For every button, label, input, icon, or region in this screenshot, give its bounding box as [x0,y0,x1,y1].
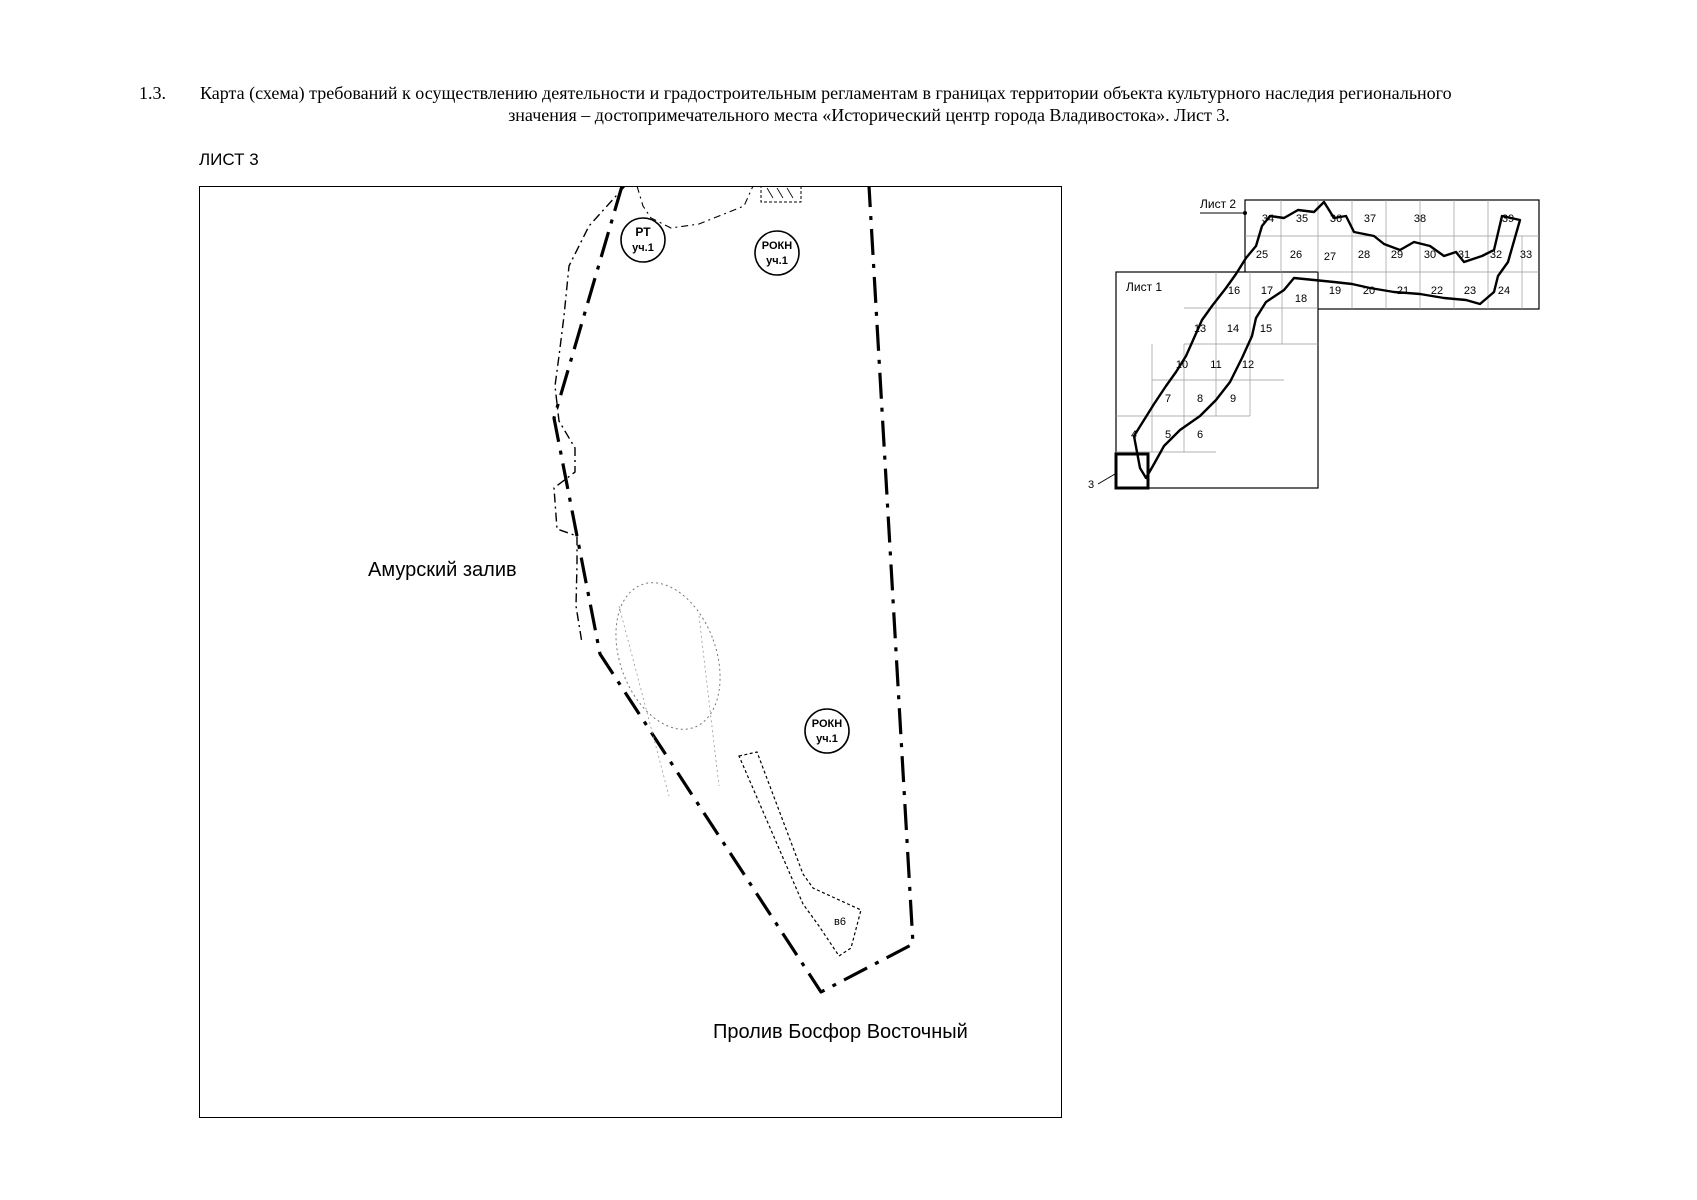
index-cell-16: 16 [1228,285,1240,297]
zone-rokn-bottom-code: РОКН [812,718,842,730]
index-cell-38: 38 [1414,213,1426,225]
heading-line-1: Карта (схема) требований к осуществлению… [200,83,1452,103]
index-cell-4: 4 [1131,429,1137,441]
main-map: в6 РТ уч.1 РОКН уч.1 РОКН уч.1 Амурский … [199,186,1062,1118]
index-cell-35: 35 [1296,213,1308,225]
index-grid-sheet-2 [1245,200,1539,309]
index-sheet-3-leader [1097,473,1116,485]
index-cell-6: 6 [1197,429,1203,441]
index-cell-29: 29 [1391,249,1403,261]
index-cell-18: 18 [1295,293,1307,305]
zone-boundary-rokn [636,186,754,229]
index-map: 3 Лист 1 Лист 2 4 5 6 7 8 9 10 11 12 13 … [1088,197,1540,491]
zone-rokn-top-code: РОКН [762,240,792,252]
water-label-bosphorus: Пролив Босфор Восточный [713,1021,968,1043]
heading-number: 1.3. [139,83,166,103]
water-label-amur-bay: Амурский залив [368,559,517,581]
index-cell-11: 11 [1210,359,1221,371]
index-sheet-1-label: Лист 1 [1126,280,1162,294]
index-cell-19: 19 [1329,285,1341,297]
index-cell-27: 27 [1324,251,1336,263]
index-cell-14: 14 [1227,323,1239,335]
index-cell-20: 20 [1363,285,1375,297]
territory-boundary [552,186,915,994]
index-cell-24: 24 [1498,285,1510,297]
index-grid-sheet-1 [1116,272,1318,453]
sheet-label: ЛИСТ 3 [199,150,259,169]
index-sheet-2-leader-dot [1243,211,1247,215]
index-cell-12: 12 [1242,359,1254,371]
index-cell-10: 10 [1176,359,1188,371]
hatched-area [760,186,802,203]
index-cell-31: 31 [1458,249,1470,261]
index-cell-7: 7 [1165,393,1171,405]
index-cell-30: 30 [1424,249,1436,261]
hatched-area-fill [766,187,794,199]
index-sheet-2-label: Лист 2 [1200,197,1236,211]
index-cell-15: 15 [1260,323,1272,335]
index-cell-33: 33 [1520,249,1532,261]
index-cell-numbers-sheet-1: 4 5 6 7 8 9 10 11 12 13 14 15 16 17 18 [1131,285,1307,441]
index-sheet-3-label: 3 [1088,479,1094,491]
zone-marker-rokn-top: РОКН уч.1 [754,230,800,276]
heading-line-2: значения – достопримечательного места «И… [508,105,1230,125]
object-outline-v6 [738,751,862,957]
index-cell-37: 37 [1364,213,1376,225]
index-cell-17: 17 [1261,285,1273,297]
index-cell-8: 8 [1197,393,1203,405]
index-cell-13: 13 [1194,323,1206,335]
index-cell-23: 23 [1464,285,1476,297]
main-map-frame [199,186,1062,1118]
zone-rokn-top-plot: уч.1 [766,255,788,267]
zone-boundary-rt [553,186,626,644]
path-outline [618,605,720,797]
index-cell-21: 21 [1397,285,1409,297]
index-cell-numbers-sheet-2: 19 20 21 22 23 24 25 26 27 28 29 30 31 3… [1256,213,1532,297]
zone-rt-code: РТ [635,225,651,239]
zone-marker-rokn-bottom: РОКН уч.1 [804,708,850,754]
index-cell-9: 9 [1230,393,1236,405]
index-territory-outline [1132,200,1522,480]
object-label-v6: в6 [834,916,846,928]
index-current-sheet-3 [1114,452,1150,490]
index-cell-26: 26 [1290,249,1302,261]
index-cell-28: 28 [1358,249,1370,261]
index-cell-34: 34 [1262,213,1274,225]
zone-rokn-bottom-plot: уч.1 [816,733,838,745]
zone-marker-rt: РТ уч.1 [620,217,666,263]
index-cell-32: 32 [1490,249,1502,261]
index-cell-22: 22 [1431,285,1443,297]
zone-rt-plot: уч.1 [632,242,654,254]
index-cell-25: 25 [1256,249,1268,261]
index-cell-39: 39 [1502,213,1514,225]
index-cell-5: 5 [1165,429,1171,441]
park-outline [615,582,721,730]
index-cell-36: 36 [1330,213,1342,225]
